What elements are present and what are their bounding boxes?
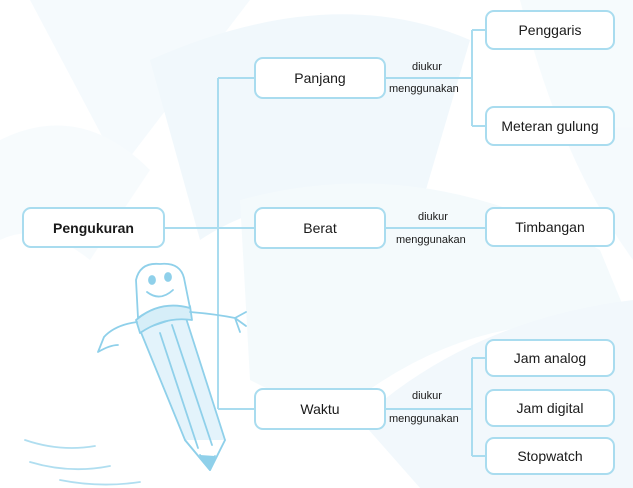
- connector-label-panjang-diukur: diukur: [412, 61, 442, 73]
- quantity-node-berat: Berat: [254, 207, 386, 249]
- tool-node-timbangan: Timbangan: [485, 207, 615, 247]
- tool-node-label: Stopwatch: [517, 448, 583, 464]
- quantity-node-waktu: Waktu: [254, 388, 386, 430]
- connector-label-berat-diukur: diukur: [418, 211, 448, 223]
- root-connectors: [164, 77, 255, 410]
- quantity-node-panjang: Panjang: [254, 57, 386, 99]
- tool-node-jam-analog: Jam analog: [485, 339, 615, 377]
- tool-node-jam-digital: Jam digital: [485, 389, 615, 427]
- tool-node-label: Penggaris: [518, 22, 582, 38]
- pencil-mascot-illustration: [24, 262, 247, 486]
- connector-label-berat-menggunakan: menggunakan: [396, 234, 466, 246]
- root-node-label: Pengukuran: [53, 219, 134, 236]
- connector-label-panjang-menggunakan: menggunakan: [389, 83, 459, 95]
- tool-node-stopwatch: Stopwatch: [485, 437, 615, 475]
- quantity-node-label: Berat: [303, 220, 337, 236]
- connector-label-waktu-menggunakan: menggunakan: [389, 413, 459, 425]
- quantity-node-label: Waktu: [300, 401, 340, 417]
- tool-node-penggaris: Penggaris: [485, 10, 615, 50]
- tool-connectors: [385, 29, 486, 457]
- tool-node-label: Timbangan: [515, 219, 585, 235]
- quantity-node-label: Panjang: [294, 70, 346, 86]
- tool-node-meteran-gulung: Meteran gulung: [485, 106, 615, 146]
- tool-node-label: Jam digital: [516, 400, 584, 416]
- tool-node-label: Jam analog: [513, 350, 587, 366]
- tool-node-label: Meteran gulung: [501, 118, 599, 134]
- connector-label-waktu-diukur: diukur: [412, 390, 442, 402]
- root-node-pengukuran: Pengukuran: [22, 207, 165, 248]
